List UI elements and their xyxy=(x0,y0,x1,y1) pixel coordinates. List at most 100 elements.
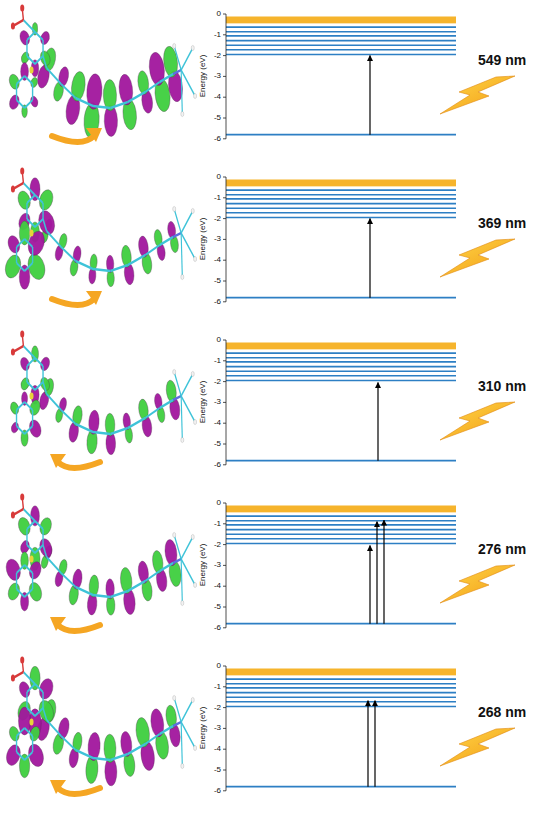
rotation-arrow xyxy=(52,299,94,305)
energy-level xyxy=(226,706,456,708)
bond-stick xyxy=(181,211,193,233)
bond-stick xyxy=(174,535,181,559)
tick-label: -3 xyxy=(201,560,221,570)
bond-stick xyxy=(17,263,25,271)
bond-stick xyxy=(25,728,33,736)
bond-stick xyxy=(27,708,35,716)
oxygen-atom xyxy=(20,657,24,664)
bond-stick xyxy=(173,70,181,74)
transition-arrow xyxy=(383,520,384,623)
tick-label: -6 xyxy=(201,623,221,633)
oxygen-atom xyxy=(11,512,15,519)
bond-stick xyxy=(110,265,127,271)
bond-stick xyxy=(61,736,76,750)
bond-stick xyxy=(61,247,76,261)
bond-stick xyxy=(181,537,193,559)
energy-level xyxy=(226,524,456,526)
tick-label: -5 xyxy=(201,113,221,123)
wavelength-label: 310 nm xyxy=(478,378,526,394)
tick-label: -1 xyxy=(201,193,221,203)
bond-stick xyxy=(27,195,35,203)
energy-level xyxy=(226,357,456,359)
bond-stick xyxy=(174,209,181,233)
tick-label: -4 xyxy=(201,418,221,428)
lightning-bolt xyxy=(440,728,515,766)
rotation-arrowhead xyxy=(50,780,66,794)
bond-stick xyxy=(35,545,43,553)
conduction-band xyxy=(226,179,456,186)
bond-stick xyxy=(25,589,33,597)
bond-stick xyxy=(47,720,62,736)
bond-stick xyxy=(43,382,47,394)
axis-tick xyxy=(223,423,226,424)
energy-level xyxy=(226,194,456,196)
wavelength-label: 549 nm xyxy=(478,52,526,68)
tick-label: -3 xyxy=(201,723,221,733)
homo-level xyxy=(226,134,456,136)
energy-level xyxy=(226,375,456,377)
axis-tick xyxy=(223,402,226,403)
bond-stick xyxy=(174,372,181,396)
bond-stick xyxy=(17,426,25,434)
transition-arrow xyxy=(374,701,375,787)
molecular-orbital xyxy=(4,657,196,787)
homo-level xyxy=(226,623,456,625)
molecular-orbital xyxy=(3,168,197,290)
bond-stick xyxy=(145,571,160,581)
hydrogen-atom xyxy=(191,371,194,376)
tick-label: -3 xyxy=(201,71,221,81)
tick-label: -1 xyxy=(201,519,221,529)
bond-stick xyxy=(181,559,195,585)
axis-tick xyxy=(223,544,226,545)
axis-tick xyxy=(223,197,226,198)
lightning-bolt xyxy=(440,565,515,603)
bond-stick xyxy=(17,589,25,597)
tick-label: -5 xyxy=(201,276,221,286)
axis-tick xyxy=(223,118,226,119)
energy-level xyxy=(226,198,456,200)
hydrogen-atom xyxy=(191,697,194,702)
bond-stick xyxy=(25,565,33,573)
hydrogen-atom xyxy=(181,274,184,279)
bond-stick xyxy=(27,56,35,64)
lightning-bolt xyxy=(440,402,515,440)
hydrogen-atom xyxy=(194,256,197,261)
axis-tick xyxy=(223,666,226,667)
axis-tick xyxy=(223,607,226,608)
bond-stick xyxy=(42,529,43,545)
bond-stick xyxy=(181,722,195,748)
energy-level xyxy=(226,352,456,354)
molecular-orbital xyxy=(4,494,197,617)
tick-label: 0 xyxy=(201,9,221,19)
axis-tick xyxy=(223,627,226,628)
energy-level xyxy=(226,692,456,694)
bond-stick xyxy=(35,382,43,390)
bond-stick xyxy=(181,233,182,277)
bond-stick xyxy=(174,698,181,722)
oxygen-atom xyxy=(11,23,15,30)
bond-stick xyxy=(145,245,160,255)
oxygen-atom xyxy=(20,168,24,175)
axis-tick xyxy=(223,239,226,240)
sulfur-atom xyxy=(29,230,33,237)
bond-stick xyxy=(16,573,17,589)
homo-level xyxy=(226,786,456,788)
sulfur-atom xyxy=(29,67,33,74)
bond-stick xyxy=(25,76,33,84)
bond-stick xyxy=(181,70,182,114)
tick-label: -2 xyxy=(201,377,221,387)
axis-tick xyxy=(223,523,226,524)
energy-level xyxy=(226,543,456,545)
axis-tick xyxy=(223,464,226,465)
axis-title: Energy (eV) xyxy=(198,55,208,98)
bond-stick xyxy=(145,408,160,418)
energy-level xyxy=(226,212,456,214)
bond-stick xyxy=(160,563,173,571)
axis-tick xyxy=(223,686,226,687)
axis-tick xyxy=(223,34,226,35)
transition-arrow xyxy=(376,522,377,624)
bond-stick xyxy=(17,402,25,410)
bond-stick xyxy=(27,545,35,553)
oxygen-atom xyxy=(11,349,15,356)
bond-stick xyxy=(32,247,33,263)
